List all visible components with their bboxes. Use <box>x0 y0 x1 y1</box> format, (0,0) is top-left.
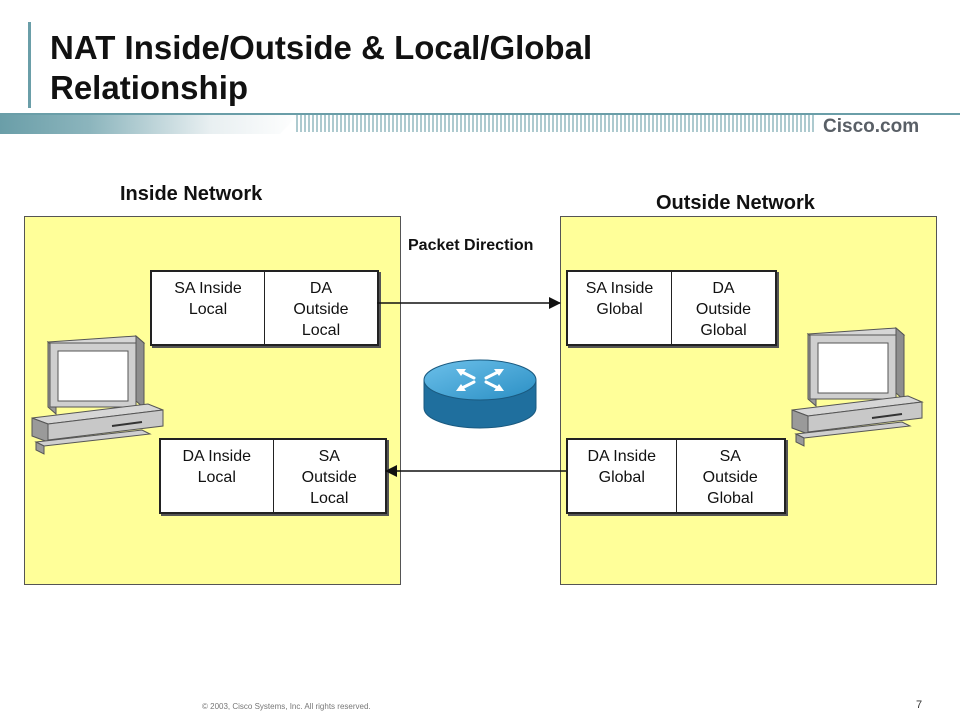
header-band <box>0 113 960 134</box>
outside-computer-icon <box>791 326 924 447</box>
inside-outbound-header: SA Inside Local DA Outside Local <box>150 270 379 346</box>
inside-network-label: Inside Network <box>120 183 263 205</box>
brand-logo: Cisco.com <box>823 116 920 137</box>
page-number: 7 <box>916 699 923 711</box>
router-icon <box>423 359 537 429</box>
outside-return-header: DA Inside Global SA Outside Global <box>566 438 786 514</box>
da-inside-global-cell: DA Inside Global <box>587 448 656 486</box>
packet-direction-label: Packet Direction <box>408 237 534 254</box>
da-outside-local-cell: DA Outside Local <box>264 272 377 344</box>
da-outside-global-cell: DA Outside Global <box>671 272 775 344</box>
copyright-footer: © 2003, Cisco Systems, Inc. All rights r… <box>202 702 371 711</box>
sa-outside-global-cell: SA Outside Global <box>675 440 785 512</box>
sa-inside-local-cell: SA Inside Local <box>174 280 242 318</box>
slide-title: NAT Inside/Outside & Local/Global Relati… <box>50 28 592 108</box>
outside-outbound-header: SA Inside Global DA Outside Global <box>566 270 777 346</box>
sa-outside-local-cell: SA Outside Local <box>272 440 386 512</box>
slide-title-line-2: Relationship <box>50 69 249 106</box>
inside-return-header: DA Inside Local SA Outside Local <box>159 438 387 514</box>
slide-title-line-1: NAT Inside/Outside & Local/Global <box>50 29 593 66</box>
title-accent-line <box>28 22 31 108</box>
sa-inside-global-cell: SA Inside Global <box>585 280 654 318</box>
da-inside-local-cell: DA Inside Local <box>182 448 251 486</box>
outside-network-label: Outside Network <box>656 192 815 214</box>
inside-computer-icon <box>31 334 164 455</box>
